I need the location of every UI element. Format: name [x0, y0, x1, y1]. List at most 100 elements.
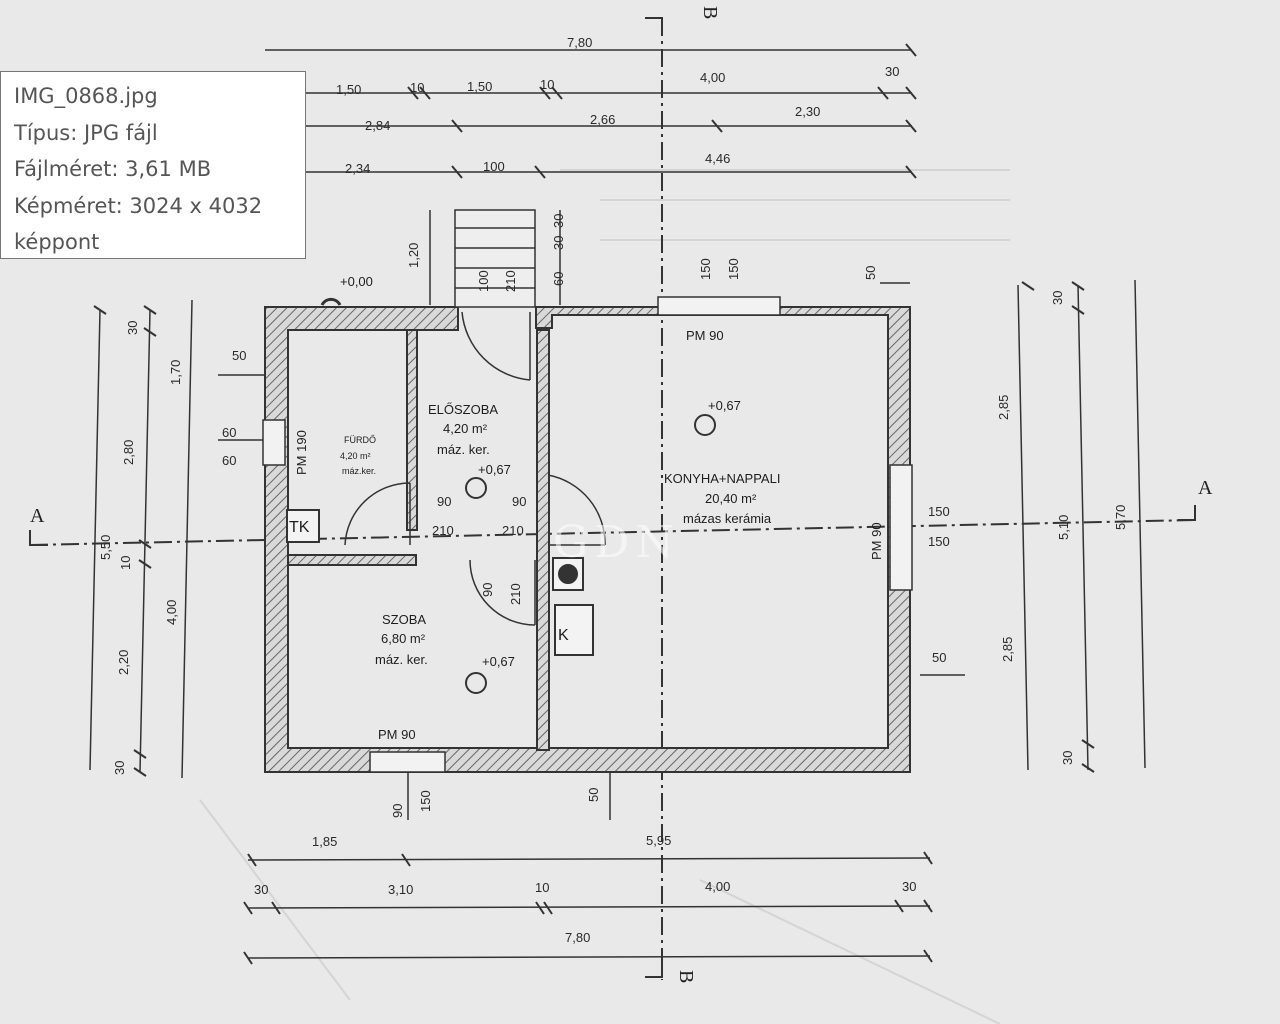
top-dim-r4-3: 4,46 [705, 151, 730, 166]
section-label-a-right: A [1198, 477, 1213, 499]
tooltip-type: Típus: JPG fájl [14, 120, 158, 145]
door-dim-210b: 210 [502, 523, 524, 538]
bottom-dim-r2-5: 30 [902, 879, 916, 894]
section-label-b-bottom: B [675, 970, 697, 983]
tooltip-dims: Képméret: 3024 x 4032 [14, 193, 263, 218]
top-dim-r2-2: 10 [410, 80, 424, 95]
bottom-dim-50: 50 [586, 788, 601, 802]
door-kitchen [547, 474, 606, 546]
top-dim-r3-3: 2,30 [795, 104, 820, 119]
window-dim-50-left: 50 [232, 348, 246, 363]
walls [264, 306, 911, 773]
left-dim-c1-2: 2,80 [121, 440, 136, 465]
left-dim-c2-2: 4,00 [164, 600, 179, 625]
left-dim-outer: 5,50 [98, 535, 113, 560]
stair [454, 209, 536, 308]
dimension-ticks [93, 43, 1095, 965]
top-dim-r3-2: 2,66 [590, 112, 615, 127]
entrance-marker [320, 297, 342, 306]
bottom-window-dim-90: 90 [390, 804, 405, 818]
window-left [262, 419, 286, 466]
level-marker-eloszoba [465, 477, 487, 499]
top-dim-r4-1: 2,34 [345, 161, 370, 176]
top-dim-r2-5: 4,00 [700, 70, 725, 85]
room-floor-furdo: máz.ker. [342, 466, 376, 476]
room-floor-konyha: mázas kerámia [683, 511, 772, 526]
doors [320, 209, 606, 626]
partition-furdo [406, 329, 418, 531]
room-name-furdo: FÜRDŐ [344, 435, 376, 445]
outer-walls [264, 306, 911, 773]
top-dim-r2-4: 10 [540, 77, 554, 92]
top-dim-r2-1: 1,50 [336, 82, 361, 97]
window-dim-50-top: 50 [863, 266, 878, 280]
stair-dim-mid: 30 [551, 236, 566, 250]
room-area-szoba: 6,80 m² [381, 631, 426, 646]
room-area-konyha: 20,40 m² [705, 491, 757, 506]
section-lines [29, 18, 1196, 980]
door-szoba [469, 559, 536, 626]
background-lines [199, 169, 1010, 1024]
file-info-tooltip: IMG_0868.jpg Típus: JPG fájl Fájlméret: … [0, 71, 306, 259]
window-label-pm90-room: PM 90 [378, 727, 416, 742]
tooltip-filename: IMG_0868.jpg [14, 84, 158, 108]
room-floor-eloszoba: máz. ker. [437, 442, 490, 457]
room-name-szoba: SZOBA [382, 612, 426, 627]
right-dim-c2-2: 5,10 [1056, 515, 1071, 540]
door-entrance [461, 311, 531, 381]
left-dim-c1-5: 30 [112, 761, 127, 775]
right-dim-c3: 5,70 [1113, 505, 1128, 530]
window-bottom [369, 751, 446, 773]
top-dim-r2-6: 30 [885, 64, 899, 79]
top-dim-r3-1: 2,84 [365, 118, 390, 133]
tk-box [286, 509, 320, 543]
fixtures [286, 414, 716, 694]
right-dim-150b: 150 [928, 534, 950, 549]
room-level-eloszoba: +0,67 [478, 462, 511, 477]
right-dim-50: 50 [932, 650, 946, 665]
room-name-eloszoba: ELŐSZOBA [428, 402, 498, 417]
boiler-icon [558, 564, 578, 584]
left-dim-c1-4: 2,20 [116, 650, 131, 675]
bottom-dim-r1-1: 1,85 [312, 834, 337, 849]
k-box [554, 604, 594, 656]
door-dim-210c: 210 [508, 583, 523, 605]
door-dim-210: 210 [503, 270, 518, 292]
door-furdo [344, 482, 411, 546]
door-dim-100: 100 [476, 270, 491, 292]
top-dim-r2-3: 1,50 [467, 79, 492, 94]
right-dim-c1-1: 2,85 [996, 395, 1011, 420]
tooltip-unit: képpont [14, 230, 100, 254]
top-dim-r4-2: 100 [483, 159, 505, 174]
dimension-lines [89, 49, 1146, 959]
window-label-pm190: PM 190 [294, 430, 309, 475]
tooltip-size: Fájlméret: 3,61 MB [14, 157, 212, 181]
left-dim-c1-3: 10 [118, 556, 133, 570]
window-dim-60a: 60 [222, 425, 236, 440]
level-marker-konyha [694, 414, 716, 436]
door-dim-90c: 90 [480, 583, 495, 597]
stair-dim-bot: 60 [551, 272, 566, 286]
right-dim-150a: 150 [928, 504, 950, 519]
stair-dim-top: 30 [551, 214, 566, 228]
bottom-window-dim-150: 150 [418, 790, 433, 812]
window-kitchen-top [657, 296, 781, 316]
bottom-dim-total: 7,80 [565, 930, 590, 945]
bottom-dim-r2-3: 10 [535, 880, 549, 895]
bottom-dim-r2-1: 30 [254, 882, 268, 897]
room-name-konyha: KONYHA+NAPPALI [664, 471, 780, 486]
door-dim-210a: 210 [432, 523, 454, 538]
section-label-a-left: A [30, 505, 45, 527]
bottom-dim-r2-2: 3,10 [388, 882, 413, 897]
entrance-level: +0,00 [340, 274, 373, 289]
section-label-b-top: B [699, 6, 721, 19]
window-dim-60b: 60 [222, 453, 236, 468]
window-right [889, 464, 913, 591]
window-dim-150b: 150 [726, 258, 741, 280]
window-label-pm90-right: PM 90 [869, 522, 884, 560]
windows [262, 296, 913, 773]
room-area-eloszoba: 4,20 m² [443, 421, 488, 436]
window-dim-150a: 150 [698, 258, 713, 280]
right-dim-c2-3: 30 [1060, 751, 1075, 765]
